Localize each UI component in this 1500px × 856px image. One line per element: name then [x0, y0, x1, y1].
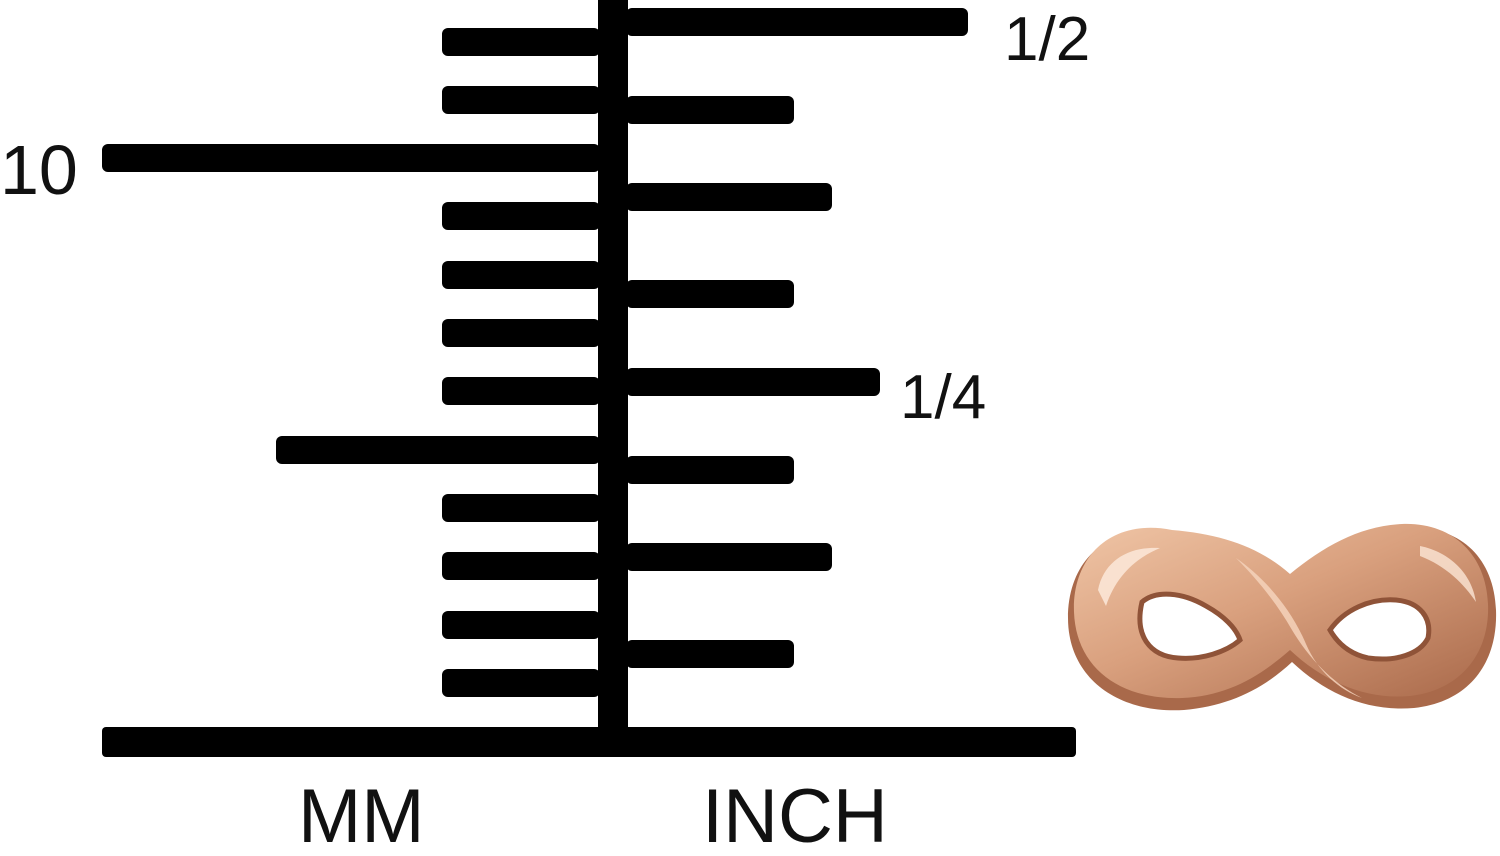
- mm-tick: [442, 611, 600, 639]
- inch-tick-half: [626, 8, 968, 36]
- inch-tick: [626, 280, 794, 308]
- mm-tick: [442, 377, 600, 405]
- inch-quarter-label: 1/4: [900, 363, 986, 432]
- inch-tick: [626, 640, 794, 668]
- inch-tick: [626, 456, 794, 484]
- ruler-vertical-spine: [598, 0, 628, 735]
- inch-ticks: [626, 8, 968, 668]
- inch-tick: [626, 96, 794, 124]
- mm-tick: [442, 669, 600, 697]
- infinity-highlight-right: [1420, 546, 1476, 602]
- inch-tick: [626, 543, 832, 571]
- inch-tick: [626, 183, 832, 211]
- mm-tick: [442, 202, 600, 230]
- inch-axis-label: INCH: [702, 774, 888, 856]
- mm-tick-major-10: [102, 144, 600, 172]
- mm-tick: [442, 261, 600, 289]
- mm-tick-mid-5: [276, 436, 600, 464]
- mm-major-label: 10: [0, 131, 78, 209]
- mm-tick: [442, 86, 600, 114]
- infinity-left-hole: [1137, 591, 1243, 661]
- mm-axis-label: MM: [298, 774, 425, 856]
- infinity-twist: [1236, 558, 1362, 698]
- infinity-highlight-left: [1098, 547, 1160, 606]
- mm-tick: [442, 28, 600, 56]
- mm-tick: [442, 552, 600, 580]
- inch-tick-quarter: [626, 368, 880, 396]
- ruler-baseline: [102, 727, 1076, 757]
- mm-tick: [442, 494, 600, 522]
- inch-half-label: 1/2: [1004, 5, 1090, 74]
- mm-tick: [442, 319, 600, 347]
- mm-ticks: [102, 28, 600, 697]
- infinity-stud-icon: [1068, 523, 1497, 711]
- infinity-right-hole: [1327, 597, 1432, 662]
